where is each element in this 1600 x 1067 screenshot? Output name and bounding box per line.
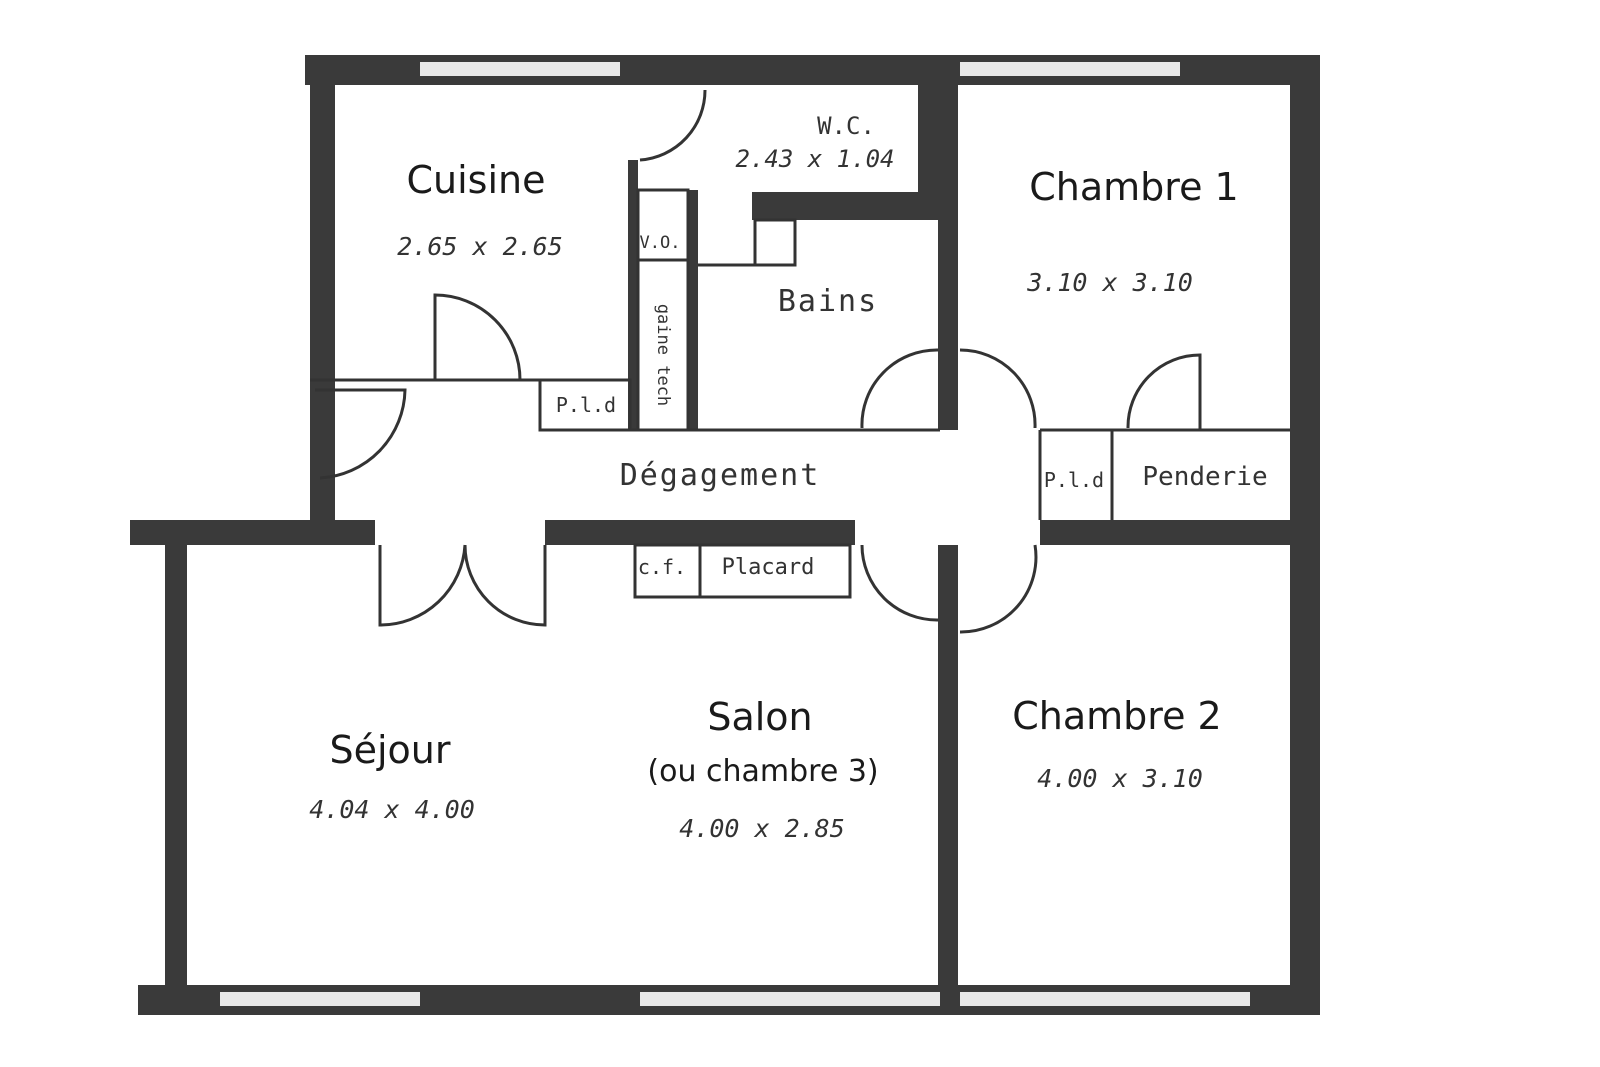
room-alt-salon: (ou chambre 3) [647,754,879,789]
fixture-cf: c.f. [637,555,687,579]
fixture-pld-1: P.l.d [555,393,617,417]
room-name-chambre1: Chambre 1 [1029,165,1239,209]
fixture-gaine-tech: gaine tech [653,303,673,407]
room-name-salon: Salon [707,695,813,739]
room-name-chambre2: Chambre 2 [1012,694,1222,738]
room-dim-chambre1: 3.10 x 3.10 [1027,268,1193,297]
room-name-sejour: Séjour [329,728,451,772]
room-dim-chambre2: 4.00 x 3.10 [1037,764,1203,793]
room-dim-salon: 4.00 x 2.85 [679,814,845,843]
room-name-degagement: Dégagement [619,458,821,493]
windows [220,62,1250,1006]
room-dim-sejour: 4.04 x 4.00 [309,795,475,824]
fixture-vo: V.O. [639,233,681,253]
fixture-pld-2: P.l.d [1043,468,1105,492]
interior-lines [310,89,1290,634]
room-dim-cuisine: 2.65 x 2.65 [397,232,563,261]
room-dim-wc: 2.43 x 1.04 [735,145,895,173]
room-name-bains: Bains [777,284,879,319]
room-name-cuisine: Cuisine [406,158,546,202]
room-name-wc: W.C. [817,112,875,140]
fixture-placard: Placard [721,555,815,580]
fixture-penderie: Penderie [1142,462,1268,492]
